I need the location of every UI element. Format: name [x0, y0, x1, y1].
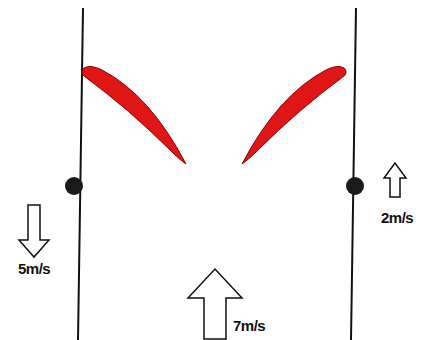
speed-label: 7m/s [233, 318, 265, 335]
speed-label: 5m/s [18, 261, 50, 278]
speed-label: 2m/s [381, 210, 413, 227]
down-arrow [19, 205, 49, 257]
right-dot [346, 177, 364, 195]
right-line [351, 8, 356, 340]
wing-right [242, 66, 346, 164]
up-arrow-small [384, 163, 406, 197]
left-dot [65, 177, 83, 195]
wing-left [82, 66, 186, 164]
left-line [78, 8, 83, 340]
